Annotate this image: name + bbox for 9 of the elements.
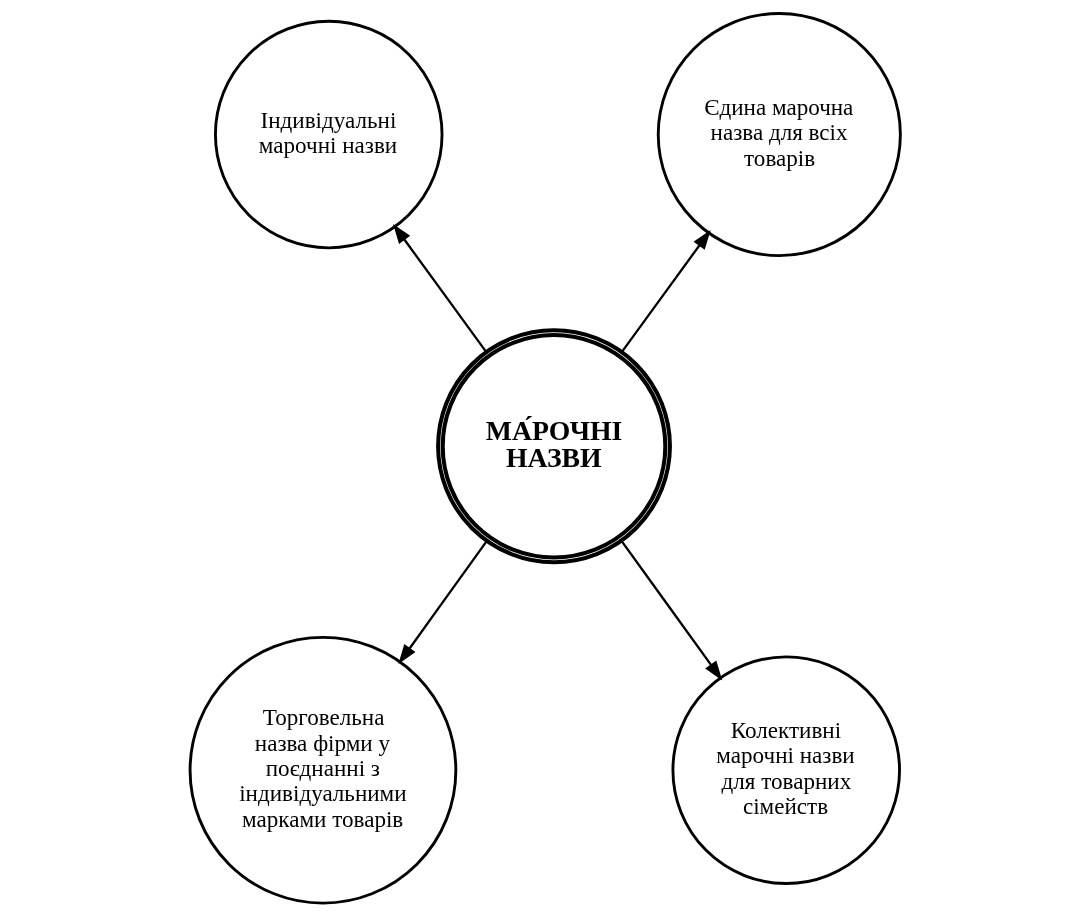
arrow [398, 539, 488, 664]
arrow [393, 223, 488, 353]
node-circle: Єдина марочна назва для всіх товарів [656, 11, 902, 257]
node-circle: Колективні марочні назви для товарних сімейств [671, 654, 901, 885]
node-circle: Індивідуальні марочні назви [213, 19, 444, 249]
node-circle: МА́РОЧНІ НАЗВИ [436, 327, 672, 564]
arrow [620, 229, 711, 353]
node-circle: Торговельна назва фірми у поєднанні з індивідуальними марками товарів [188, 635, 458, 905]
arrow [620, 539, 723, 680]
